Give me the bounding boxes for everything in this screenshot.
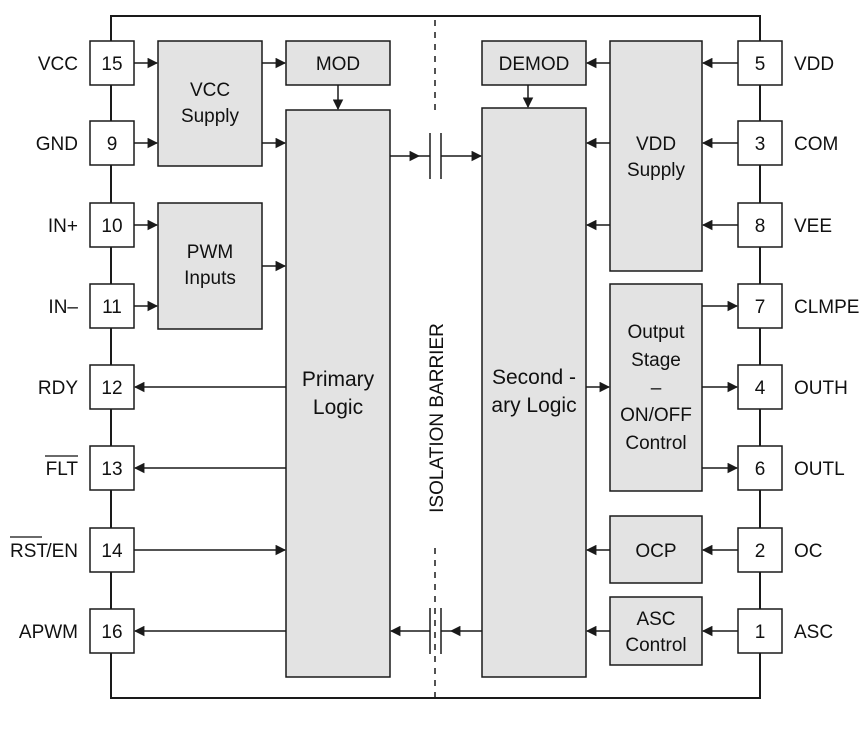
svg-text:Output: Output — [627, 322, 685, 343]
svg-text:MOD: MOD — [316, 54, 360, 75]
pin-name: APWM — [19, 622, 78, 643]
pin-name: GND — [36, 134, 78, 155]
right-pin-2: 2 OC — [737, 527, 823, 573]
vcc-supply-block: VCC Supply — [157, 40, 263, 167]
asc-control-block: ASC Control — [609, 596, 703, 666]
pin-number: 7 — [755, 297, 766, 318]
left-pin-14: 14 RST /EN — [10, 527, 135, 573]
pin-name: FLT — [46, 459, 79, 480]
secondary-logic-block: Second - ary Logic — [481, 107, 587, 678]
pin-number: 11 — [102, 297, 122, 318]
left-pin-10: 10 IN+ — [48, 202, 135, 248]
primary-logic-block: Primary Logic — [285, 109, 391, 678]
vdd-supply-block: VDD Supply — [609, 40, 703, 272]
pin-number: 12 — [101, 378, 122, 399]
left-pin-13: 13 FLT — [45, 445, 135, 491]
pin-name: COM — [794, 134, 838, 155]
svg-text:Inputs: Inputs — [184, 268, 236, 289]
svg-text:OCP: OCP — [635, 541, 676, 562]
pin-name: RDY — [38, 378, 78, 399]
pin-name: OUTH — [794, 378, 848, 399]
svg-text:Control: Control — [625, 635, 686, 656]
left-pin-11: 11 IN– — [48, 283, 135, 329]
pwm-inputs-block: PWM Inputs — [157, 202, 263, 330]
svg-text:VCC: VCC — [190, 80, 230, 101]
right-pin-8: 8 VEE — [737, 202, 832, 248]
signal-arrows — [133, 57, 739, 637]
pin-name: IN+ — [48, 216, 78, 237]
svg-text:VDD: VDD — [636, 134, 676, 155]
mod-block: MOD — [285, 40, 391, 86]
pin-name: IN– — [48, 297, 78, 318]
pin-number: 10 — [101, 216, 122, 237]
svg-text:DEMOD: DEMOD — [499, 54, 570, 75]
pin-number: 8 — [755, 216, 766, 237]
pin-number: 13 — [101, 459, 122, 480]
pin-number: 3 — [755, 134, 766, 155]
svg-text:Stage: Stage — [631, 350, 681, 371]
left-pin-12: 12 RDY — [38, 364, 135, 410]
svg-text:Supply: Supply — [181, 106, 240, 127]
svg-text:Second -: Second - — [492, 366, 576, 389]
pin-number: 16 — [101, 622, 122, 643]
ocp-block: OCP — [609, 515, 703, 584]
right-pin-1: 1 ASC — [737, 608, 833, 654]
pin-name: ASC — [794, 622, 833, 643]
svg-text:Logic: Logic — [313, 396, 363, 419]
pin-number: 15 — [101, 54, 122, 75]
left-pin-16: 16 APWM — [19, 608, 135, 654]
pin-name: OC — [794, 541, 823, 562]
pin-name: VDD — [794, 54, 834, 75]
pin-name: VEE — [794, 216, 832, 237]
pin-number: 4 — [755, 378, 766, 399]
left-pin-9: 9 GND — [36, 120, 135, 166]
svg-text:Supply: Supply — [627, 160, 686, 181]
pin-number: 5 — [755, 54, 766, 75]
svg-text:Control: Control — [625, 433, 686, 454]
pin-name-overbar: RST — [10, 541, 48, 562]
svg-text:ON/OFF: ON/OFF — [620, 405, 692, 426]
isolation-barrier-label: ISOLATION BARRIER — [427, 323, 448, 513]
right-pin-3: 3 COM — [737, 120, 838, 166]
svg-text:–: – — [651, 378, 662, 399]
svg-text:ary Logic: ary Logic — [491, 394, 576, 417]
pin-number: 1 — [755, 622, 766, 643]
pin-number: 2 — [755, 541, 766, 562]
pin-number: 14 — [101, 541, 123, 562]
right-pin-7: 7 CLMPE — [737, 283, 859, 329]
demod-block: DEMOD — [481, 40, 587, 86]
pin-name: CLMPE — [794, 297, 859, 318]
pin-number: 9 — [107, 134, 118, 155]
isolation-capacitor-top — [429, 133, 442, 179]
right-pin-5: 5 VDD — [737, 40, 834, 86]
svg-text:Primary: Primary — [302, 368, 375, 391]
pin-number: 6 — [755, 459, 766, 480]
right-pin-6: 6 OUTL — [737, 445, 845, 491]
output-stage-block: Output Stage – ON/OFF Control — [609, 283, 703, 492]
svg-text:PWM: PWM — [187, 242, 233, 263]
svg-text:ASC: ASC — [636, 609, 675, 630]
left-pin-15: 15 VCC — [38, 40, 135, 86]
pin-name: VCC — [38, 54, 78, 75]
right-pin-4: 4 OUTH — [737, 364, 848, 410]
pin-name-rest: /EN — [46, 541, 78, 562]
pin-name: OUTL — [794, 459, 845, 480]
